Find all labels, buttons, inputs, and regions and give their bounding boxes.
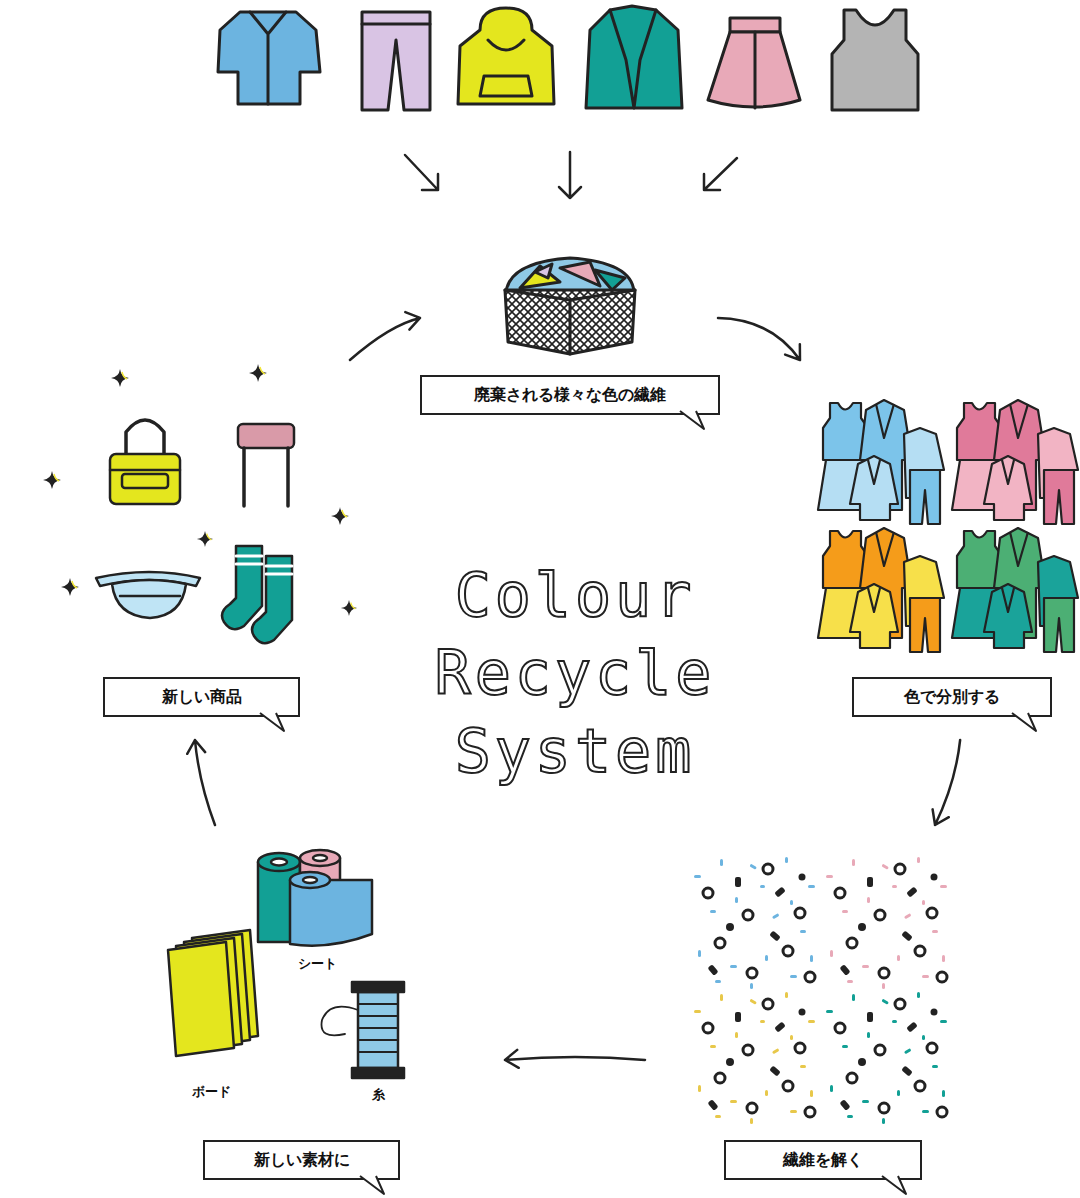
- bubble-tail: [678, 411, 708, 433]
- stage-group: 色で分別する: [800, 360, 1078, 740]
- speech-bubble: 新しい商品: [103, 677, 300, 717]
- speech-bubble: 繊維を解く: [724, 1140, 922, 1180]
- speech-bubble: 廃棄される様々な色の繊維: [420, 375, 720, 415]
- bubble-tail: [358, 1176, 388, 1198]
- bubble-tail-shape: [260, 713, 284, 731]
- stage-group: 繊維を解く: [645, 825, 950, 1195]
- cycle-arrow: [187, 740, 215, 825]
- caption-text: 新しい素材に: [219, 1150, 384, 1170]
- material-label: シート: [296, 955, 339, 973]
- caption-text: 廃棄される様々な色の繊維: [436, 385, 704, 405]
- bubble-tail: [880, 1176, 910, 1198]
- cycle-arrow: [718, 318, 800, 360]
- caption-text: 色で分別する: [868, 687, 1036, 707]
- speech-bubble: 色で分別する: [852, 677, 1052, 717]
- stage-group: 新しい素材に: [165, 825, 505, 1195]
- material-label: ボード: [190, 1083, 233, 1101]
- speech-bubble: 新しい素材に: [203, 1140, 400, 1180]
- cycle-arrow: [350, 312, 420, 360]
- material-label: 糸: [370, 1086, 387, 1104]
- stage-group: 廃棄される様々な色の繊維: [420, 245, 718, 435]
- bubble-tail-shape: [1012, 713, 1036, 731]
- stage-group: 新しい商品: [45, 360, 360, 740]
- bubble-tail: [1010, 713, 1040, 735]
- cycle-arrow: [505, 1050, 645, 1068]
- bubble-tail-shape: [882, 1176, 906, 1194]
- caption-text: 繊維を解く: [740, 1150, 906, 1170]
- diagram-title: Colour Recycle System: [415, 556, 735, 790]
- bubble-tail-shape: [360, 1176, 384, 1194]
- cycle-arrow: [933, 740, 961, 825]
- bubble-tail-shape: [680, 411, 704, 429]
- bubble-tail: [258, 713, 288, 735]
- caption-text: 新しい商品: [119, 687, 284, 707]
